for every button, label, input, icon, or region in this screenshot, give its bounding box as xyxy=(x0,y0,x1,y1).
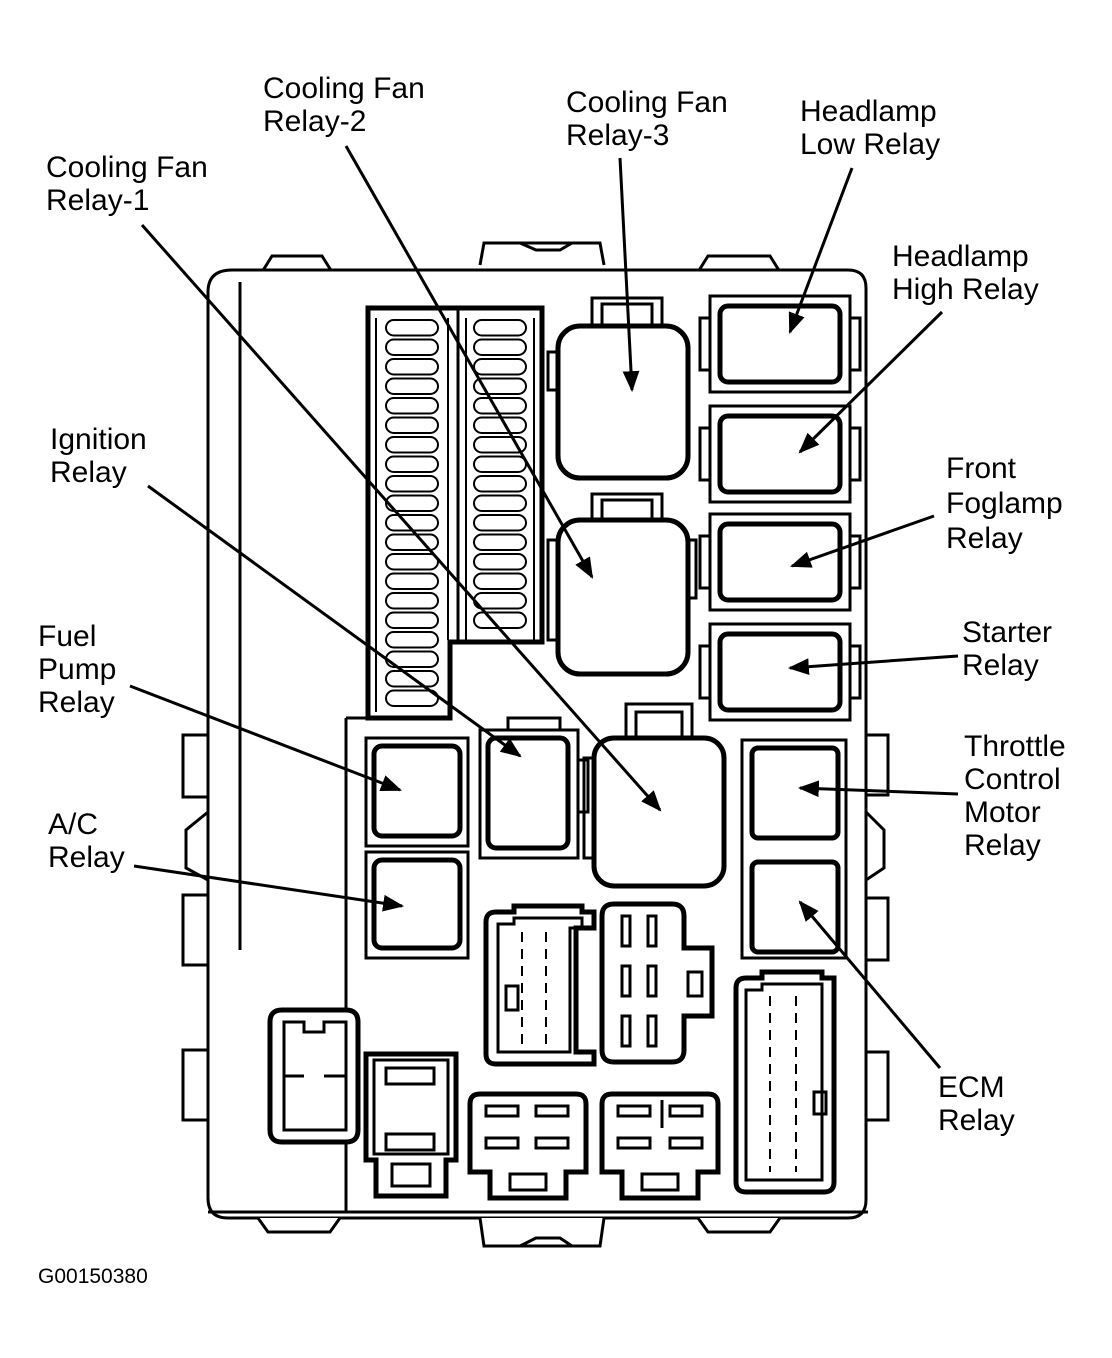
leader-cooling-fan-relay-1 xyxy=(140,224,662,812)
ac-relay-socket xyxy=(364,850,470,960)
throttle-control-motor-relay-socket xyxy=(740,738,848,960)
leader-ignition-relay xyxy=(147,484,522,758)
fuse xyxy=(473,553,527,571)
fuse xyxy=(473,592,527,610)
fuse xyxy=(385,377,439,395)
leader-ac-relay xyxy=(133,864,405,912)
label-front-foglamp-relay: Front Foglamp Relay xyxy=(946,452,1071,555)
connector-tall-multi-pin xyxy=(733,969,837,1195)
connector-two-slot xyxy=(363,1051,459,1199)
fuse xyxy=(385,358,439,376)
label-ignition-relay: Ignition Relay xyxy=(50,423,155,489)
leader-lines xyxy=(129,145,959,1069)
fuse xyxy=(385,553,439,571)
leader-cooling-fan-relay-2 xyxy=(344,145,594,579)
label-ecm-relay: ECM Relay xyxy=(938,1071,1015,1137)
fuse xyxy=(473,319,527,337)
fuse xyxy=(385,436,439,454)
label-cooling-fan-relay-1: Cooling Fan Relay-1 xyxy=(46,151,216,217)
fuse xyxy=(385,631,439,649)
leader-cooling-fan-relay-3 xyxy=(618,157,640,393)
fuse-column-left xyxy=(385,319,439,707)
fuse-column-right xyxy=(473,319,527,629)
fuse xyxy=(385,592,439,610)
fuse xyxy=(385,475,439,493)
connector-six-pin xyxy=(599,901,715,1065)
fuel-pump-relay-socket xyxy=(364,736,470,848)
label-cooling-fan-relay-2: Cooling Fan Relay-2 xyxy=(263,72,433,138)
leader-headlamp-low-relay xyxy=(788,167,854,334)
fuse xyxy=(385,319,439,337)
ecm-relay-socket xyxy=(749,859,841,955)
leader-headlamp-high-relay xyxy=(798,310,944,454)
fuse xyxy=(385,338,439,356)
fuse xyxy=(473,455,527,473)
label-throttle-control-motor-relay: Throttle Control Motor Relay xyxy=(964,730,1074,862)
fuse xyxy=(473,514,527,532)
starter-relay-socket xyxy=(698,622,862,722)
connector-multi-pin-center xyxy=(483,903,597,1067)
leader-front-foglamp-relay xyxy=(790,514,935,568)
label-starter-relay: Starter Relay xyxy=(962,616,1060,682)
fuse xyxy=(385,533,439,551)
fuse xyxy=(473,611,527,629)
figure-code: G00150380 xyxy=(38,1265,148,1288)
connector-bottom-four-pin-right xyxy=(599,1091,721,1201)
cooling-fan-relay-1-socket xyxy=(582,702,727,889)
fuse xyxy=(473,397,527,415)
fuse xyxy=(385,397,439,415)
fuse xyxy=(473,416,527,434)
leader-fuel-pump-relay xyxy=(129,684,402,792)
label-fuel-pump-relay: Fuel Pump Relay xyxy=(38,620,125,719)
fuse xyxy=(473,475,527,493)
fuse xyxy=(385,416,439,434)
fuse xyxy=(473,358,527,376)
headlamp-high-relay-socket xyxy=(698,404,862,504)
leader-starter-relay xyxy=(787,654,959,676)
leader-ecm-relay xyxy=(798,900,942,1069)
label-cooling-fan-relay-3: Cooling Fan Relay-3 xyxy=(566,86,736,152)
fuse xyxy=(385,494,439,512)
connector-bottom-four-pin-left xyxy=(467,1091,589,1201)
leader-throttle-control-motor-relay xyxy=(797,780,959,798)
fuse xyxy=(385,689,439,707)
fuse xyxy=(473,338,527,356)
fuse xyxy=(385,455,439,473)
label-headlamp-high-relay: Headlamp High Relay xyxy=(892,240,1039,306)
label-headlamp-low-relay: Headlamp Low Relay xyxy=(800,95,945,161)
cooling-fan-relay-2-socket xyxy=(546,492,698,677)
ignition-relay-socket xyxy=(478,716,590,860)
label-ac-relay: A/C Relay xyxy=(48,808,125,874)
fuse xyxy=(385,572,439,590)
front-foglamp-relay-socket xyxy=(698,512,862,612)
headlamp-low-relay-socket xyxy=(698,294,862,394)
fuse xyxy=(385,611,439,629)
fuse xyxy=(473,494,527,512)
fuse xyxy=(473,572,527,590)
fuse xyxy=(473,533,527,551)
connector-left-square xyxy=(267,1007,361,1145)
